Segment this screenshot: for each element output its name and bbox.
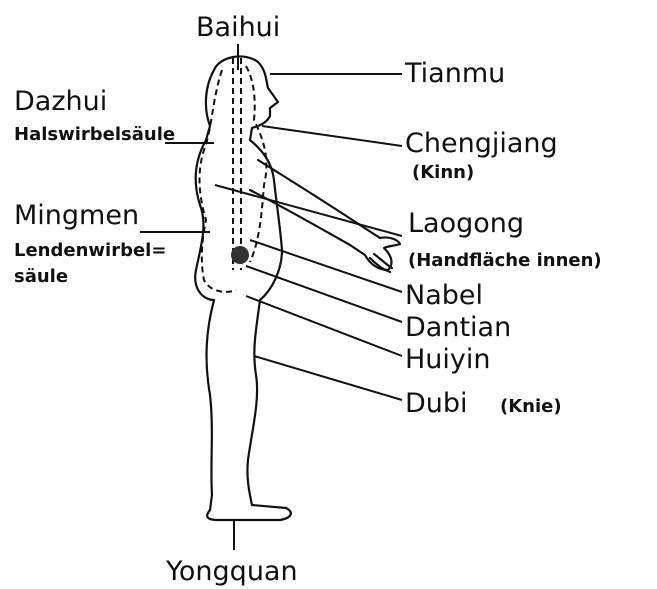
pointer-chengjiang bbox=[262, 126, 402, 146]
label-handflaeche: (Handfläche innen) bbox=[408, 250, 602, 271]
pointer-huiyin bbox=[246, 296, 402, 356]
dantian-marker bbox=[231, 246, 249, 264]
point-labels: Baihui Tianmu Dazhui Halswirbelsäule Che… bbox=[14, 12, 602, 587]
label-lendenwirbel-2: säule bbox=[14, 266, 68, 287]
pointer-dubi bbox=[254, 356, 402, 400]
label-chengjiang: Chengjiang bbox=[405, 128, 558, 159]
label-lendenwirbel-1: Lendenwirbel= bbox=[14, 240, 166, 261]
label-laogong: Laogong bbox=[408, 208, 524, 239]
label-yongquan: Yongquan bbox=[165, 556, 298, 587]
label-tianmu: Tianmu bbox=[404, 58, 505, 89]
back-outline bbox=[195, 140, 214, 300]
label-baihui: Baihui bbox=[196, 12, 280, 43]
label-dazhui: Dazhui bbox=[14, 86, 107, 117]
foot-outline bbox=[207, 505, 291, 520]
leg-front bbox=[247, 300, 260, 505]
hand-outline bbox=[365, 237, 400, 270]
label-dubi: Dubi bbox=[405, 388, 468, 419]
pointer-lines bbox=[140, 44, 402, 550]
label-kinn: (Kinn) bbox=[412, 162, 474, 183]
pointer-dantian bbox=[246, 266, 402, 322]
label-nabel: Nabel bbox=[405, 280, 483, 311]
label-huiyin: Huiyin bbox=[405, 344, 491, 375]
standing-figure bbox=[195, 56, 400, 520]
label-dantian: Dantian bbox=[405, 312, 511, 343]
leg-back bbox=[207, 300, 214, 510]
label-mingmen: Mingmen bbox=[14, 200, 139, 231]
label-halswirbelsaeule: Halswirbelsäule bbox=[14, 124, 175, 145]
label-knie: (Knie) bbox=[500, 396, 562, 417]
meridian-paths bbox=[200, 58, 267, 292]
